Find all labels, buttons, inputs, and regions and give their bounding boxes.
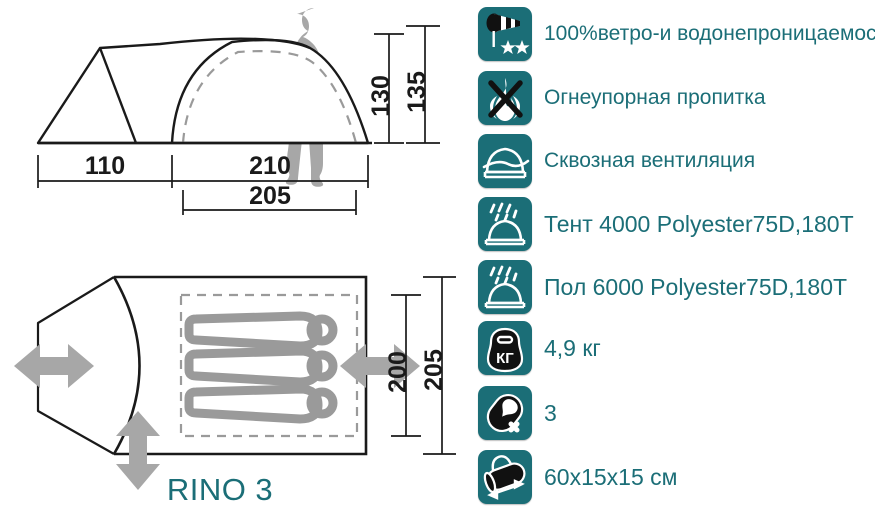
- feature-row-capacity: 3: [478, 385, 557, 441]
- feature-label-packed-size: 60x15x15 см: [544, 463, 678, 490]
- height-dimension-130: [374, 33, 404, 144]
- feature-row-flysheet: Тент 4000 Polyester75D,180T: [478, 196, 854, 252]
- technical-drawings: 130 135 110 210: [14, 8, 456, 507]
- feature-row-waterproof: 100%ветро-и водонепроницаемость: [478, 6, 875, 62]
- width-label-200: 200: [384, 351, 412, 393]
- door-arrow-left: [14, 344, 94, 388]
- feature-label-flysheet: Тент 4000 Polyester75D,180T: [544, 210, 854, 237]
- height-label-135: 135: [403, 71, 431, 113]
- svg-text:КГ: КГ: [496, 350, 514, 367]
- inner-length-dimension-line: [182, 190, 357, 215]
- floor-plan-diagram: 200 205: [14, 275, 456, 490]
- feature-list: 100%ветро-и водонепроницаемость Огнеу: [470, 0, 875, 511]
- sleeping-bag-3: [184, 384, 338, 424]
- no-fire-icon: [478, 71, 532, 125]
- feature-label-waterproof: 100%ветро-и водонепроницаемость: [544, 22, 875, 45]
- inner-tent-dashed-outline: [181, 50, 358, 144]
- packed-size-duffel-icon: [478, 450, 532, 504]
- height-label-130: 130: [367, 75, 395, 117]
- feature-label-capacity: 3: [544, 399, 557, 426]
- width-label-205: 205: [420, 349, 448, 391]
- size-arrow: [487, 479, 525, 500]
- airflow-line: [482, 159, 530, 169]
- side-view-diagram: 130 135 110 210: [36, 8, 440, 215]
- feature-row-packed-size: 60x15x15 см: [478, 449, 677, 505]
- height-dimension-135: [406, 25, 440, 144]
- sleeping-bag-capacity-icon: [478, 386, 532, 440]
- door-arrow-right: [340, 344, 420, 388]
- vestibule-divider-line: [98, 47, 138, 144]
- rain-dome-flysheet-icon: [478, 197, 532, 251]
- feature-label-ventilation: Сквозная вентиляция: [544, 149, 756, 172]
- rain-dome-floor-icon: [478, 260, 532, 314]
- length-label-110: 110: [85, 152, 125, 180]
- inner-length-label-205: 205: [249, 182, 291, 210]
- width-dimension-205: [423, 276, 456, 455]
- model-name-label: RINO 3: [166, 472, 274, 507]
- windsock-stars-icon: [478, 7, 532, 61]
- weight-kettlebell-icon: КГ: [478, 321, 532, 375]
- inner-body-outline: [170, 38, 311, 144]
- sleeping-bag-2: [184, 346, 338, 387]
- sleeping-bag-1: [184, 311, 338, 351]
- ventilation-dome-icon: [478, 134, 532, 188]
- feature-row-weight: КГ 4,9 кг: [478, 320, 601, 376]
- sleeping-bag-group: [184, 311, 338, 424]
- feature-label-weight: 4,9 кг: [544, 334, 601, 361]
- length-label-210: 210: [249, 152, 291, 180]
- feature-row-floor: Пол 6000 Polyester75D,180T: [478, 259, 847, 315]
- feature-row-ventilation: Сквозная вентиляция: [478, 133, 755, 189]
- length-dimension-line: [37, 155, 369, 188]
- door-arrow-bottom: [116, 411, 160, 490]
- width-dimension-200: [391, 294, 421, 437]
- feature-row-fire-retardant: Огнеупорная пропитка: [478, 70, 766, 126]
- tent-outer-profile: [36, 37, 370, 145]
- feature-label-floor: Пол 6000 Polyester75D,180T: [544, 273, 848, 300]
- feature-label-fire-retardant: Огнеупорная пропитка: [544, 86, 766, 109]
